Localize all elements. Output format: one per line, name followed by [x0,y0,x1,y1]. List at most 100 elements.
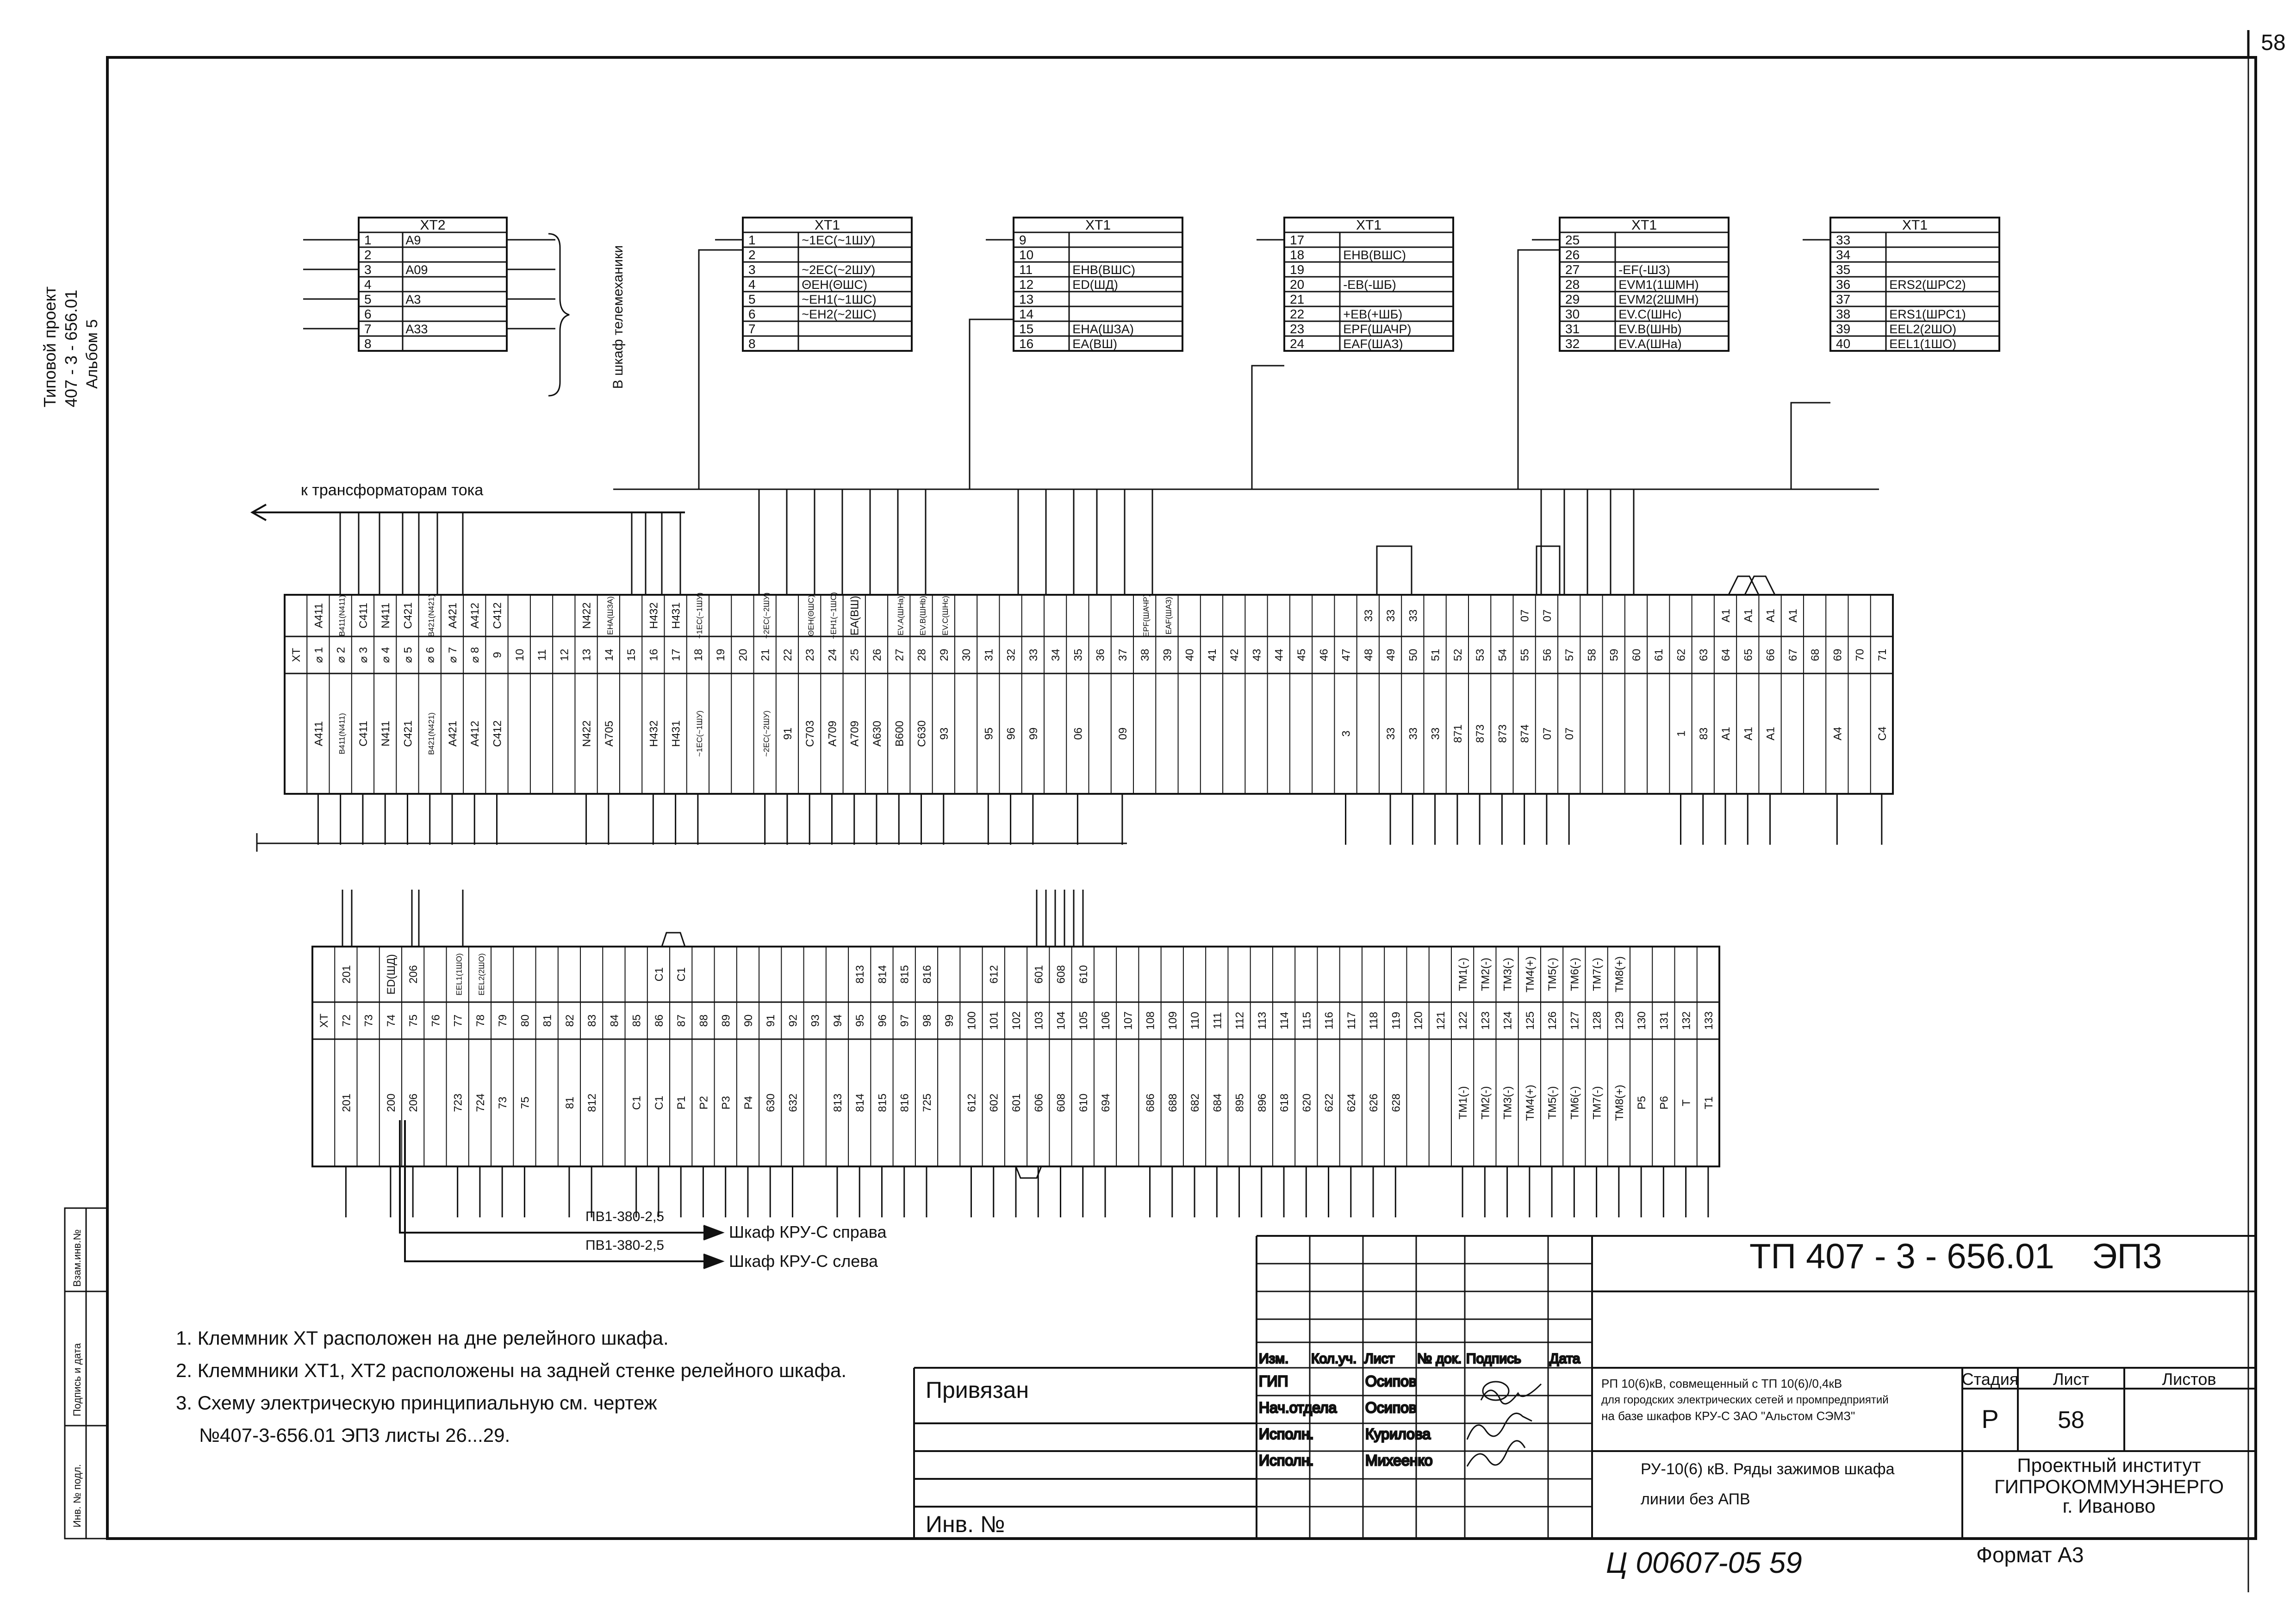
strip1-bottom-label: A709 [849,721,861,747]
strip2-bottom-label: 630 [765,1093,777,1112]
xt2-table-row-num: 6 [364,307,372,321]
strip2-top-label: C1 [675,967,688,982]
strip2-bottom-label: 724 [474,1093,487,1112]
strip1-top-label: EHA(ШЗА) [606,596,615,635]
strip1-bottom-label: 93 [938,728,951,740]
strip1-terminal-number: 22 [782,649,794,661]
strip1-bottom-label: 06 [1072,728,1084,740]
strip1-terminal-number: 17 [670,649,683,661]
xt1-table-3-row-label: EPF(ШАЧР) [1343,322,1411,336]
strip2-bottom-label: 624 [1345,1093,1358,1112]
sheet-title-1: РУ-10(6) кВ. Ряды зажимов шкафа [1641,1460,1895,1478]
note-2: 2. Клеммники XT1, XT2 расположены на зад… [176,1359,846,1381]
strip1-top-label: 33 [1407,610,1419,622]
strip2-top-label: TM3(-) [1502,958,1514,991]
strip1-terminal-number: 61 [1653,649,1665,661]
strip1-bottom-label: A630 [871,721,884,747]
title-block-role: Исполн. [1259,1426,1314,1442]
strip2-terminal-number: 89 [720,1015,733,1027]
svg-text:Типовой проект: Типовой проект [40,287,59,407]
strip1-terminal-number: ⌀ 7 [447,647,459,663]
strip2-terminal-number: 86 [653,1015,666,1027]
strip2-terminal-number: 104 [1055,1011,1068,1030]
ct-arrow [250,504,685,521]
strip2-terminal-number: 115 [1300,1012,1313,1029]
signature-3 [1466,1440,1526,1467]
drawing-frame [106,30,2257,1592]
title-block-header-3: Лист [1364,1351,1394,1366]
xt1-table-2-row-num: 9 [1019,233,1027,247]
strip2-terminal-number: 129 [1613,1011,1626,1030]
strip1-bottom-label: 95 [983,728,995,740]
strip1-terminal-number: 66 [1765,649,1777,661]
strip2-top-label: EEL1(1ШО) [455,953,464,995]
strip1-bottom-label: C703 [804,720,816,747]
org-1: Проектный институт [2017,1454,2201,1476]
bound-label: Привязан [926,1377,1029,1403]
strip1-terminal-number: 15 [625,649,638,661]
strip1-terminal-number: 65 [1742,649,1755,661]
strip2-terminal-number: 132 [1680,1011,1693,1030]
strip1-terminal-number: 45 [1295,649,1308,661]
strip1-bottom-label: 09 [1117,728,1129,740]
xt1-table-2-row-num: 15 [1019,322,1033,336]
strip1-top-label: A412 [469,603,481,629]
strip1-bottom-label: 07 [1563,728,1576,740]
strip1-terminal-number: 12 [558,649,571,661]
strip1-terminal-number: 19 [715,649,727,661]
strip2-bottom-label: 896 [1256,1093,1269,1112]
strip2-terminal-number: 108 [1145,1011,1157,1030]
strip2-bottom-label: 610 [1077,1093,1090,1112]
xt1-table-5-row-label: ERS2(ШРС2) [1889,278,1966,292]
strip2-terminal-number: 122 [1457,1011,1469,1030]
ct-label: к трансформаторам тока [301,481,483,499]
strip1-terminal-number: 34 [1050,649,1062,661]
strip1-terminal-number: 57 [1563,649,1576,661]
strip2-bottom-label: P4 [742,1096,755,1110]
strip1-bottom-label: C412 [492,720,504,747]
strip2-bottom-label: 816 [899,1093,911,1112]
xt1-table-1-row-num: 8 [748,337,756,351]
strip1-terminal-number: ⌀ 5 [402,647,414,663]
strip1-top-label: H432 [647,602,660,629]
strip1-bottom-label: A1 [1720,727,1732,740]
strip2-terminal-number: 78 [474,1015,487,1027]
org-2: ГИПРОКОММУНЭНЕРГО [1994,1476,2224,1497]
xt1-table-3-row-label: +EB(+ШБ) [1343,307,1402,321]
strip1-bottom-label: A705 [603,721,616,747]
title-block-name: Михеенко [1365,1452,1433,1469]
xt2-table-row-num: 7 [364,322,372,336]
xt1-table-2-row-num: 13 [1019,292,1033,306]
strip1-terminal-number: 28 [916,649,928,661]
strip1-bottom-label: 871 [1452,724,1464,743]
strip1-bottom-label: N422 [581,720,593,747]
strip1-top-label: C411 [357,603,370,629]
strip1-bottom-label: A412 [469,721,481,747]
strip1-bottom-label: ~2EC(~2ШУ) [762,711,771,757]
xt1-table-5-row-label: EEL2(2ШО) [1889,322,1956,336]
stamp-replace-label: Взам.инв.№ [71,1229,83,1287]
strip1-top-label: N422 [581,602,593,629]
project-desc-2: для городских электрических сетей и пром… [1601,1394,1889,1406]
strip1-terminal-number: 67 [1787,649,1799,661]
strip2-bottom-label: 206 [407,1093,420,1112]
strip2-bottom-label: 812 [586,1093,598,1112]
xt2-table-row-label: A3 [405,293,421,306]
xt1-table-4-row-num: 28 [1565,277,1580,292]
strip1-bottom-label: N411 [380,721,392,747]
strip2-top-label: 816 [921,965,933,984]
xt2-table-row-label: A09 [405,263,428,277]
strip2-bottom-label: P1 [675,1096,688,1110]
strip1-bottom-label: 33 [1430,728,1442,740]
xt1-table-4-row-num: 29 [1565,292,1580,306]
strip1-terminal-number: 70 [1854,649,1867,661]
xt2-table-row-num: 8 [364,337,372,351]
strip1-top-label: В411(N411) [338,595,347,636]
strip2-bottom-label: 73 [497,1097,509,1109]
strip2-terminal-number: 90 [742,1015,755,1027]
strip2-terminal-number: 128 [1591,1011,1604,1030]
xt1-table-1-row-label: ΘEH(ΘШС) [802,278,867,292]
